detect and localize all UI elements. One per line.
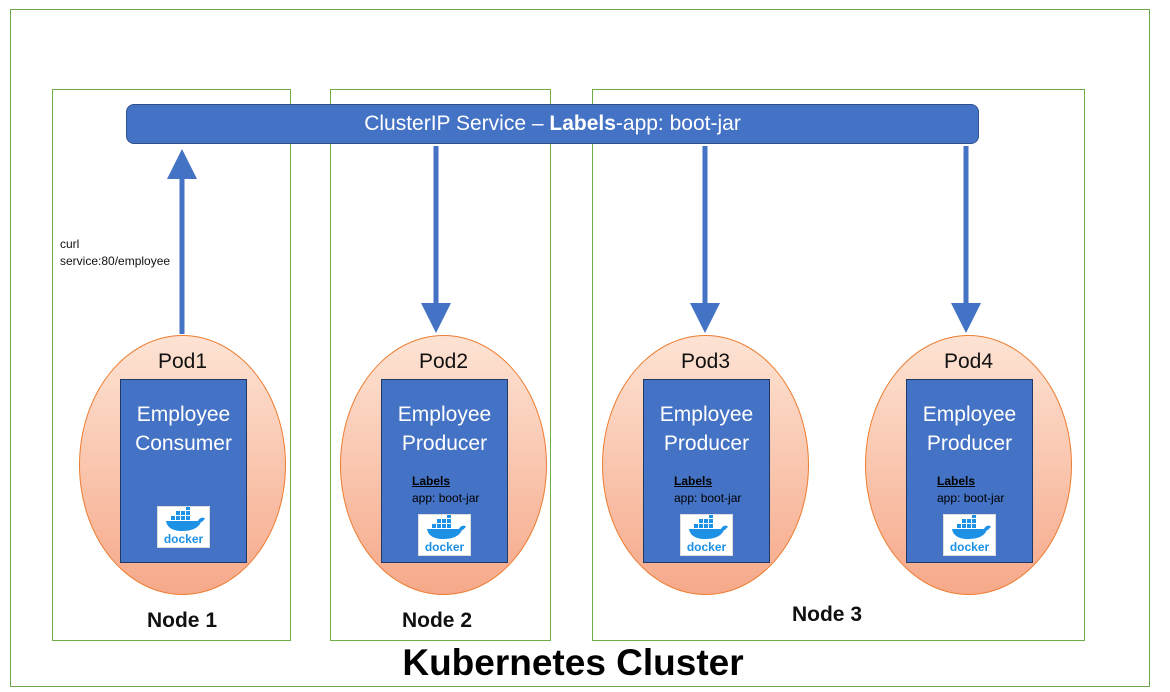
pod-1-title-line-2: Consumer [135,432,232,455]
pod-4-title: Pod4 [943,350,994,373]
clusterip-service-bar: ClusterIP Service – Labels-app: boot-jar [126,104,979,144]
pod-3-title: Pod3 [680,350,731,373]
cluster-title: Kubernetes Cluster [402,642,744,683]
kubernetes-cluster-frame [10,9,1150,687]
pod-4-title-line-1: Employee [922,403,1017,426]
docker-whale-icon [689,515,728,539]
docker-whale-icon [166,507,205,531]
pod-4: Pod4 Employee Producer Labels app: boot-… [865,335,1072,595]
pod-3-labels-value: app: boot-jar [674,491,742,505]
docker-logo-icon: docker [943,514,996,556]
node-3-label: Node 3 [791,603,862,626]
pod-2-labels-value: app: boot-jar [412,491,480,505]
pod-3-labels-header: Labels [674,474,713,488]
docker-wordmark: docker [424,540,465,554]
docker-logo-icon: docker [418,514,471,556]
pod-2: Pod2 Employee Producer Labels app: boot-… [340,335,547,595]
pod-3-title-line-1: Employee [659,403,754,426]
pod-2-title: Pod2 [418,350,469,373]
pod-4-container-title: Employee Producer [907,400,1032,458]
pod-3: Pod3 Employee Producer Labels app: boot-… [602,335,809,595]
pod-4-labels-value: app: boot-jar [937,491,1005,505]
pod-1: Pod1 Employee Consumer docker [79,335,286,595]
pod-3-container: Employee Producer Labels app: boot-jar d… [643,379,770,563]
docker-logo-icon: docker [680,514,733,556]
node-1-frame: Node 1 [52,89,291,641]
docker-whale-icon [952,515,991,539]
pod-2-container: Employee Producer Labels app: boot-jar d… [381,379,508,563]
docker-wordmark: docker [949,540,990,554]
service-prefix: ClusterIP Service – [364,112,550,135]
service-suffix: -app: boot-jar [615,112,741,135]
pod-2-title-line-2: Producer [401,432,488,455]
node-2-label: Node 2 [401,609,472,632]
curl-request-text: curl service:80/employee [60,236,170,270]
curl-line-1: curl [60,237,80,251]
pod-1-container-title: Employee Consumer [121,400,246,458]
docker-wordmark: docker [686,540,727,554]
pod-2-labels-header: Labels [412,474,451,488]
pod-4-title-line-2: Producer [926,432,1013,455]
pod-3-title-line-2: Producer [663,432,750,455]
pod-3-container-title: Employee Producer [644,400,769,458]
docker-wordmark: docker [163,532,204,546]
pod-2-container-title: Employee Producer [382,400,507,458]
pod-4-labels-header: Labels [937,474,976,488]
pod-1-title-line-1: Employee [136,403,231,426]
service-bold-labels: Labels [549,112,616,135]
docker-logo-icon: docker [157,506,210,548]
curl-line-2: service:80/employee [60,254,171,268]
node-2-frame: Node 2 [330,89,551,641]
pod-1-title: Pod1 [157,350,208,373]
docker-whale-icon [427,515,466,539]
pod-1-container: Employee Consumer docker [120,379,247,563]
pod-2-title-line-1: Employee [397,403,492,426]
node-1-label: Node 1 [146,609,217,632]
pod-4-container: Employee Producer Labels app: boot-jar d… [906,379,1033,563]
node-3-frame: Node 3 [592,89,1085,641]
